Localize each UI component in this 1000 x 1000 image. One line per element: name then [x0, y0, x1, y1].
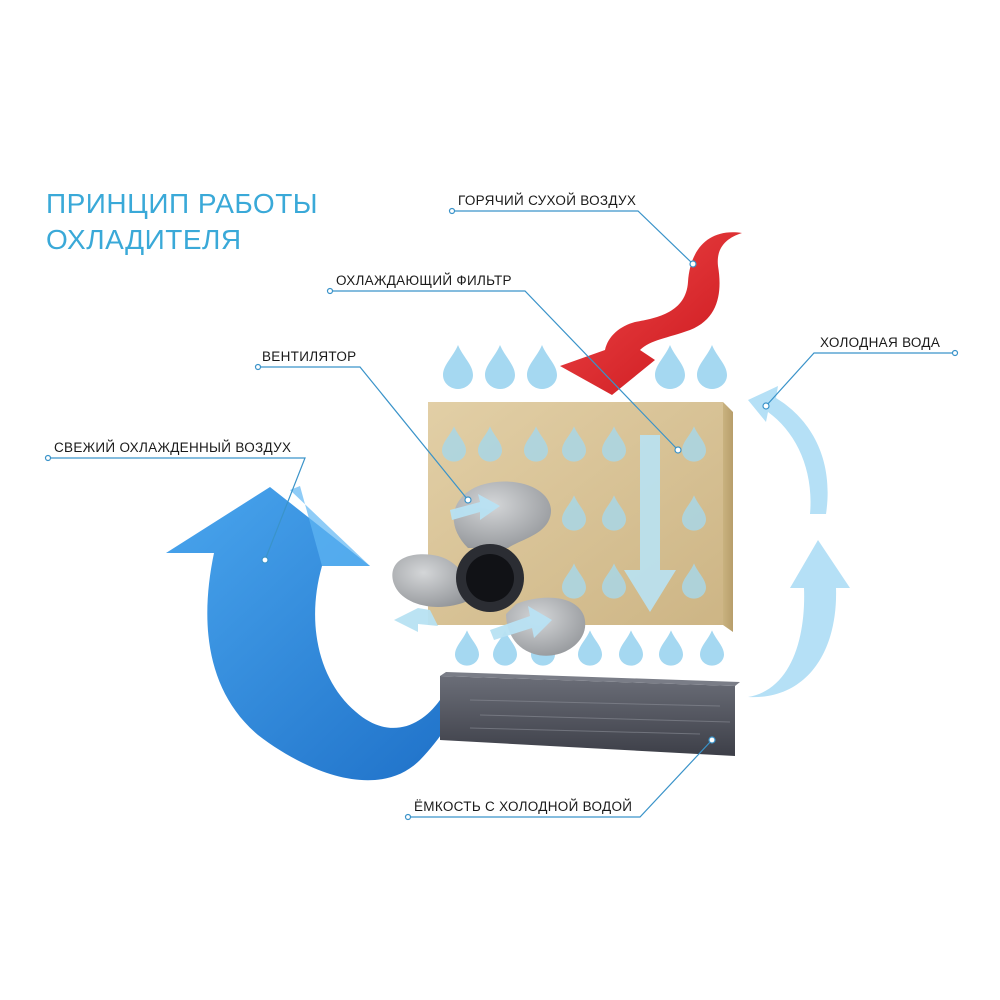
leader-lines	[48, 210, 955, 818]
label-cold-water: ХОЛОДНАЯ ВОДА	[820, 335, 941, 350]
title-line-1: ПРИНЦИП РАБОТЫ	[46, 188, 319, 219]
label-fan: ВЕНТИЛЯТОР	[262, 349, 357, 364]
title-line-2: ОХЛАДИТЕЛЯ	[46, 224, 242, 255]
label-water-tank: ЁМКОСТЬ С ХОЛОДНОЙ ВОДОЙ	[414, 799, 633, 814]
water-tank	[440, 672, 740, 756]
fan	[392, 481, 586, 656]
diagram-title: ПРИНЦИП РАБОТЫ ОХЛАДИТЕЛЯ	[46, 186, 318, 258]
leader-dots	[44, 207, 959, 821]
water-circulation-arrows	[748, 386, 850, 698]
hot-air-arrow	[560, 232, 742, 395]
label-cooling-filter: ОХЛАЖДАЮЩИЙ ФИЛЬТР	[336, 273, 512, 288]
label-fresh-air: СВЕЖИЙ ОХЛАЖДЕННЫЙ ВОЗДУХ	[54, 440, 292, 455]
fresh-air-arrow	[166, 486, 478, 781]
label-hot-air: ГОРЯЧИЙ СУХОЙ ВОЗДУХ	[458, 193, 637, 208]
